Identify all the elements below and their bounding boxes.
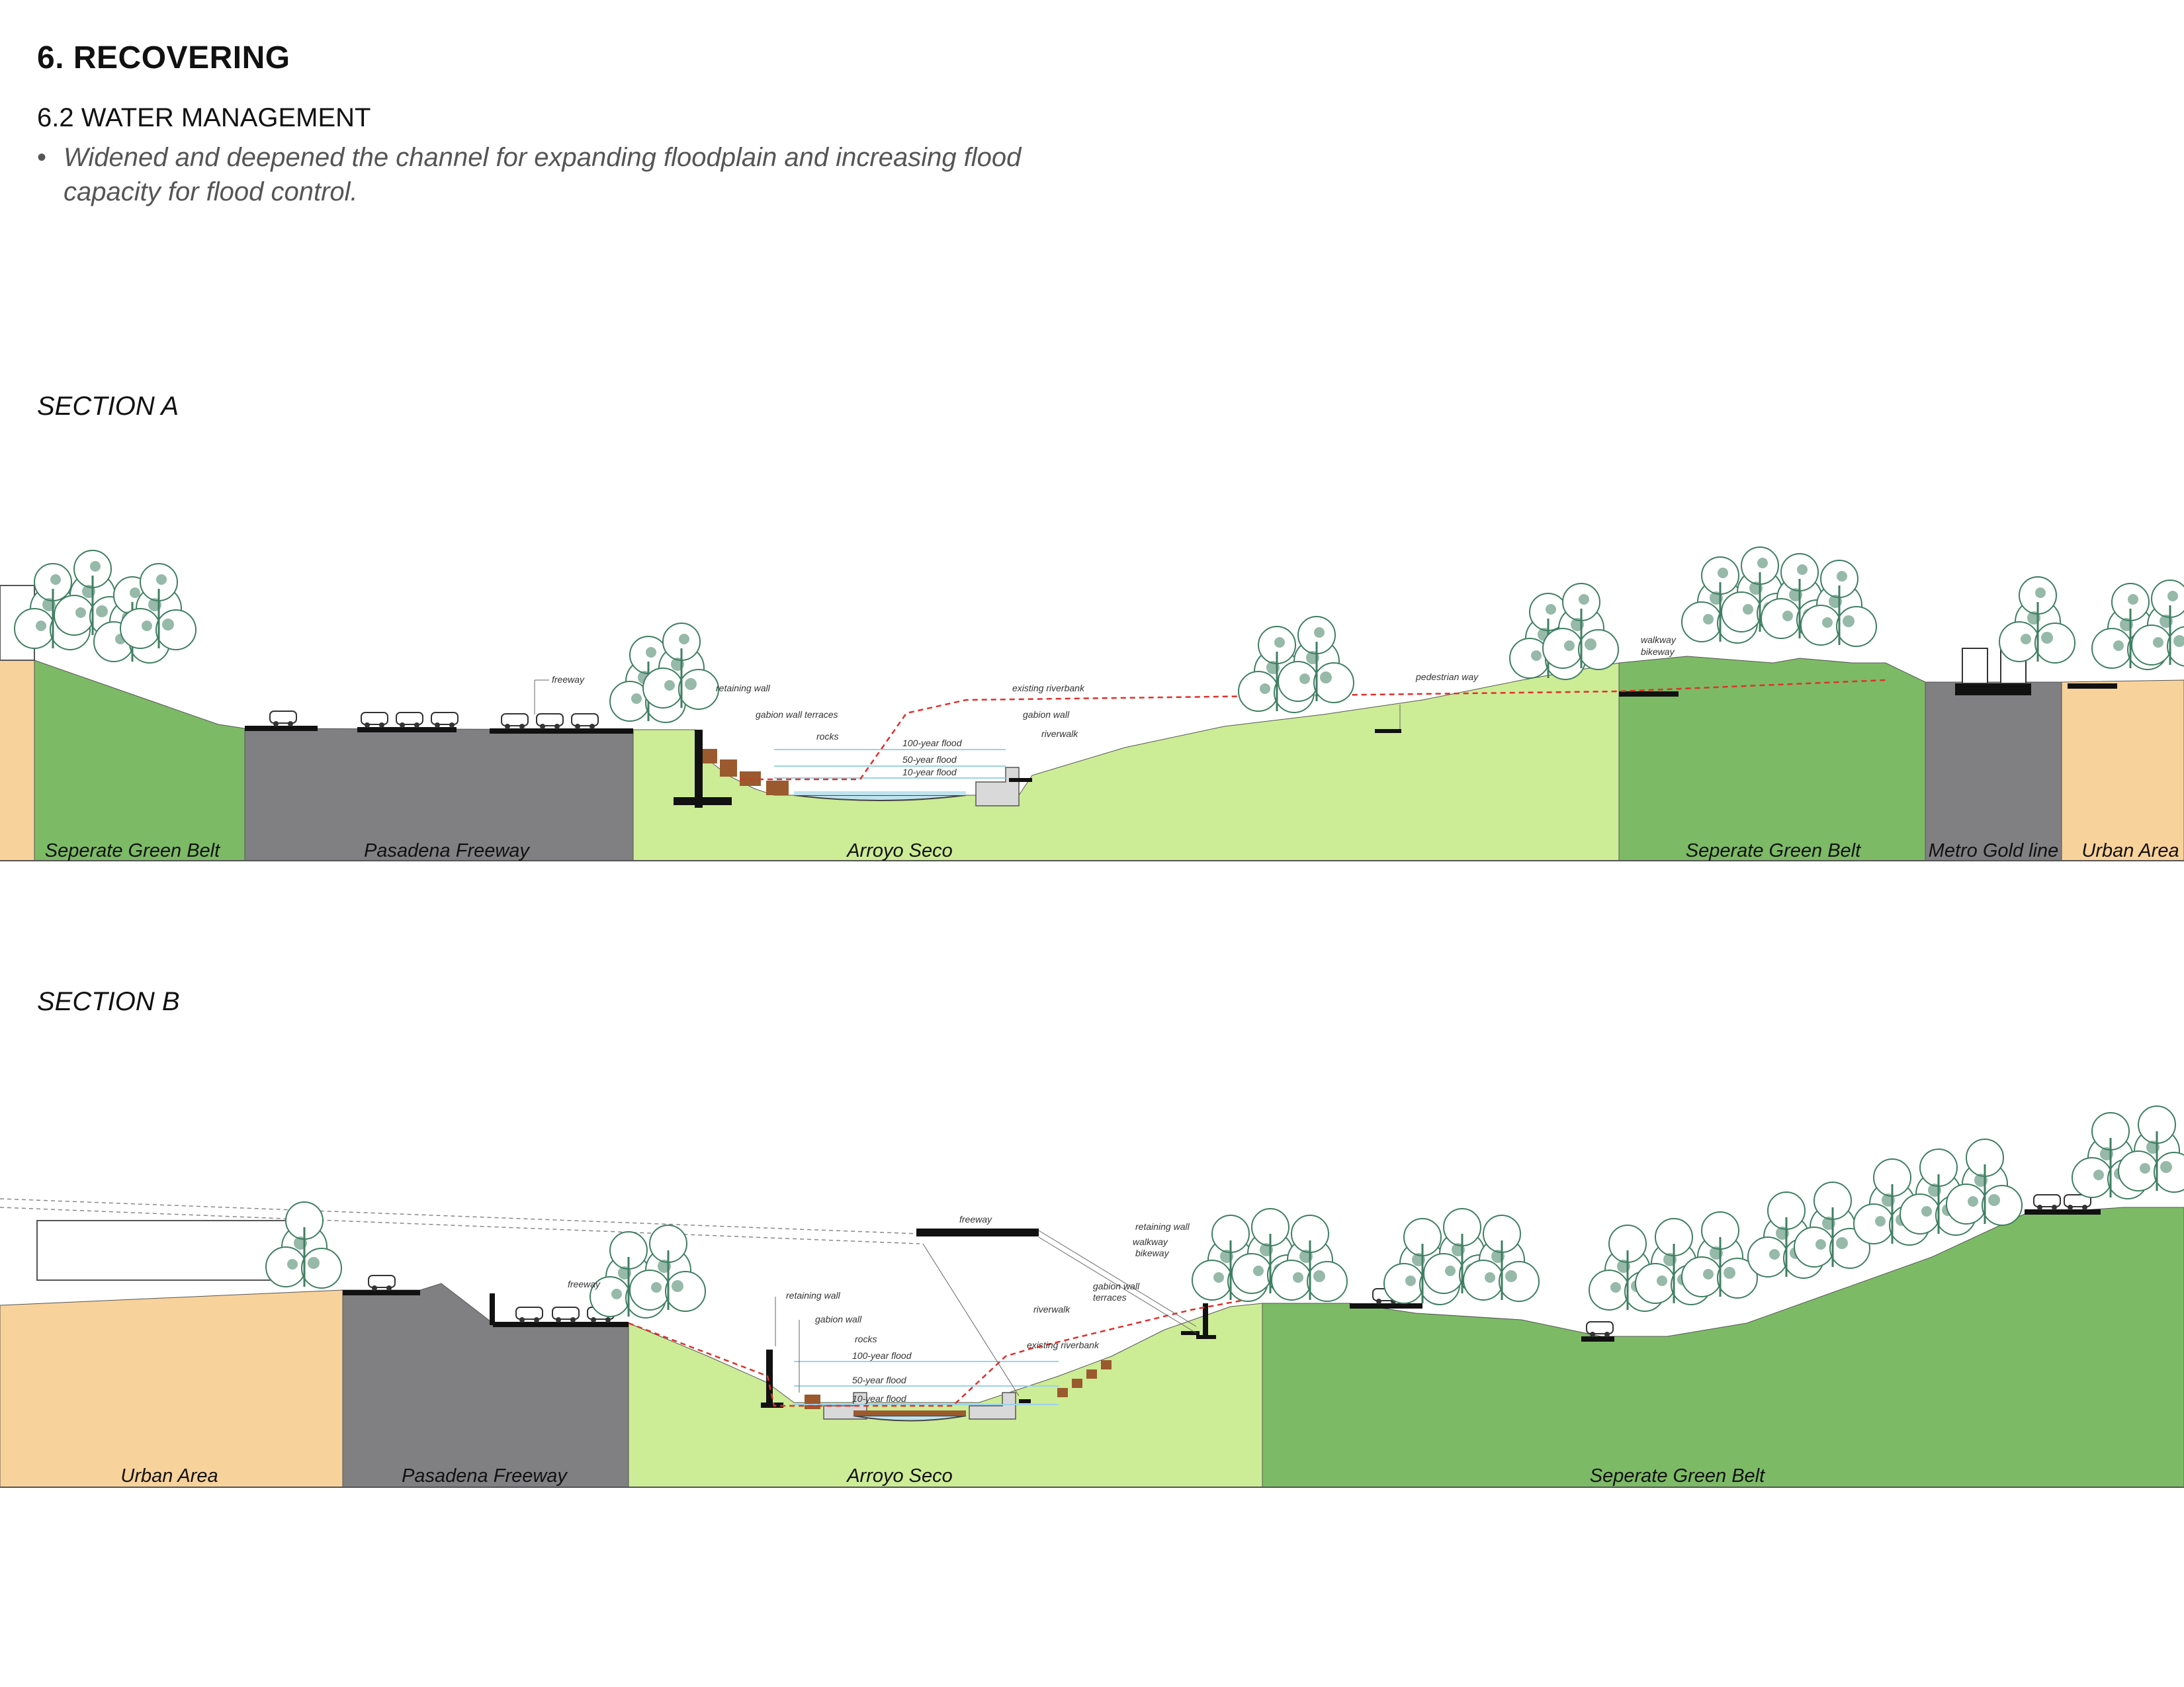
ann-gabion-wall-terraces: gabion wall terraces xyxy=(756,709,838,720)
ann-b-flood-100: 100-year flood xyxy=(852,1350,912,1361)
ann-b-freeway-upper: freeway xyxy=(959,1214,992,1225)
zone-b-label-green-belt: Seperate Green Belt xyxy=(1590,1465,1766,1487)
ann-b-flood-10: 10-year flood xyxy=(852,1393,907,1404)
zone-b-urban xyxy=(0,1289,343,1488)
ann-b-existing-riverbank: existing riverbank xyxy=(1027,1340,1100,1350)
description-bullet: • Widened and deepened the channel for e… xyxy=(37,140,1069,209)
section-subtitle: 6.2 WATER MANAGEMENT xyxy=(37,103,371,132)
zone-b-green-belt xyxy=(1262,1207,2184,1488)
ann-walkway: walkway xyxy=(1641,634,1677,645)
ann-riverwalk: riverwalk xyxy=(1041,728,1078,739)
ann-b-retaining-wall-left: retaining wall xyxy=(786,1290,841,1301)
page-title: 6. RECOVERING xyxy=(37,40,290,75)
zone-a-label-urban: Urban Area xyxy=(2081,840,2179,861)
ann-flood-50: 50-year flood xyxy=(902,754,957,765)
zone-a-metro xyxy=(1925,681,2062,861)
ann-b-gabion-wall: gabion wall xyxy=(815,1314,862,1324)
zone-a-label-green-belt-right: Seperate Green Belt xyxy=(1686,840,1862,861)
ann-existing-riverbank: existing riverbank xyxy=(1012,683,1085,693)
section-a-annotations: freeway retaining wall gabion wall terra… xyxy=(534,634,1677,777)
ann-gabion-wall: gabion wall xyxy=(1023,709,1070,720)
zone-a-label-green-belt-left: Seperate Green Belt xyxy=(45,840,221,861)
zone-a-label-metro: Metro Gold line xyxy=(1929,840,2059,861)
section-a-label: SECTION A xyxy=(37,392,179,421)
ann-b-freeway: freeway xyxy=(568,1279,601,1289)
ann-b-riverwalk: riverwalk xyxy=(1033,1304,1070,1315)
section-a-diagram: freeway retaining wall gabion wall terra… xyxy=(0,546,2184,861)
ann-b-bikeway: bikeway xyxy=(1135,1248,1170,1258)
section-b-label: SECTION B xyxy=(37,987,180,1016)
ann-b-rocks: rocks xyxy=(855,1334,877,1344)
zone-b-freeway xyxy=(342,1283,629,1488)
bullet-icon: • xyxy=(37,143,47,172)
ann-pedestrian-way: pedestrian way xyxy=(1415,671,1479,682)
zone-a-label-freeway: Pasadena Freeway xyxy=(364,840,530,861)
zone-a-urban xyxy=(2061,679,2184,861)
ann-b-flood-50: 50-year flood xyxy=(852,1375,907,1385)
zone-b-arroyo-seco xyxy=(628,1303,1263,1488)
urban-edge-zone xyxy=(0,660,34,861)
zone-a-green-belt-left xyxy=(34,660,245,861)
section-b-diagram: freeway freeway retaining wall gabion wa… xyxy=(0,1105,2184,1488)
zone-b-label-freeway: Pasadena Freeway xyxy=(402,1465,568,1487)
ann-b-gabion-wall-right: gabion wall xyxy=(1093,1281,1140,1291)
ann-bikeway: bikeway xyxy=(1641,646,1675,657)
zone-a-label-arroyo-seco: Arroyo Seco xyxy=(846,840,953,861)
ann-rocks: rocks xyxy=(816,731,838,742)
zone-b-label-arroyo-seco: Arroyo Seco xyxy=(846,1465,953,1487)
ann-b-terraces: terraces xyxy=(1093,1292,1127,1303)
ann-retaining-wall: retaining wall xyxy=(716,683,771,693)
description-text: Widened and deepened the channel for exp… xyxy=(64,143,1022,206)
ann-freeway: freeway xyxy=(552,674,585,685)
ann-b-retaining-wall-right: retaining wall xyxy=(1135,1221,1190,1232)
ann-b-walkway: walkway xyxy=(1133,1236,1168,1247)
ann-flood-10: 10-year flood xyxy=(902,767,957,777)
zone-a-green-belt-right xyxy=(1618,656,1926,861)
section-b-annotations: freeway freeway retaining wall gabion wa… xyxy=(568,1214,1190,1404)
zone-b-label-urban: Urban Area xyxy=(120,1465,218,1487)
ann-flood-100: 100-year flood xyxy=(902,738,963,748)
zone-a-arroyo-seco xyxy=(633,662,1620,861)
